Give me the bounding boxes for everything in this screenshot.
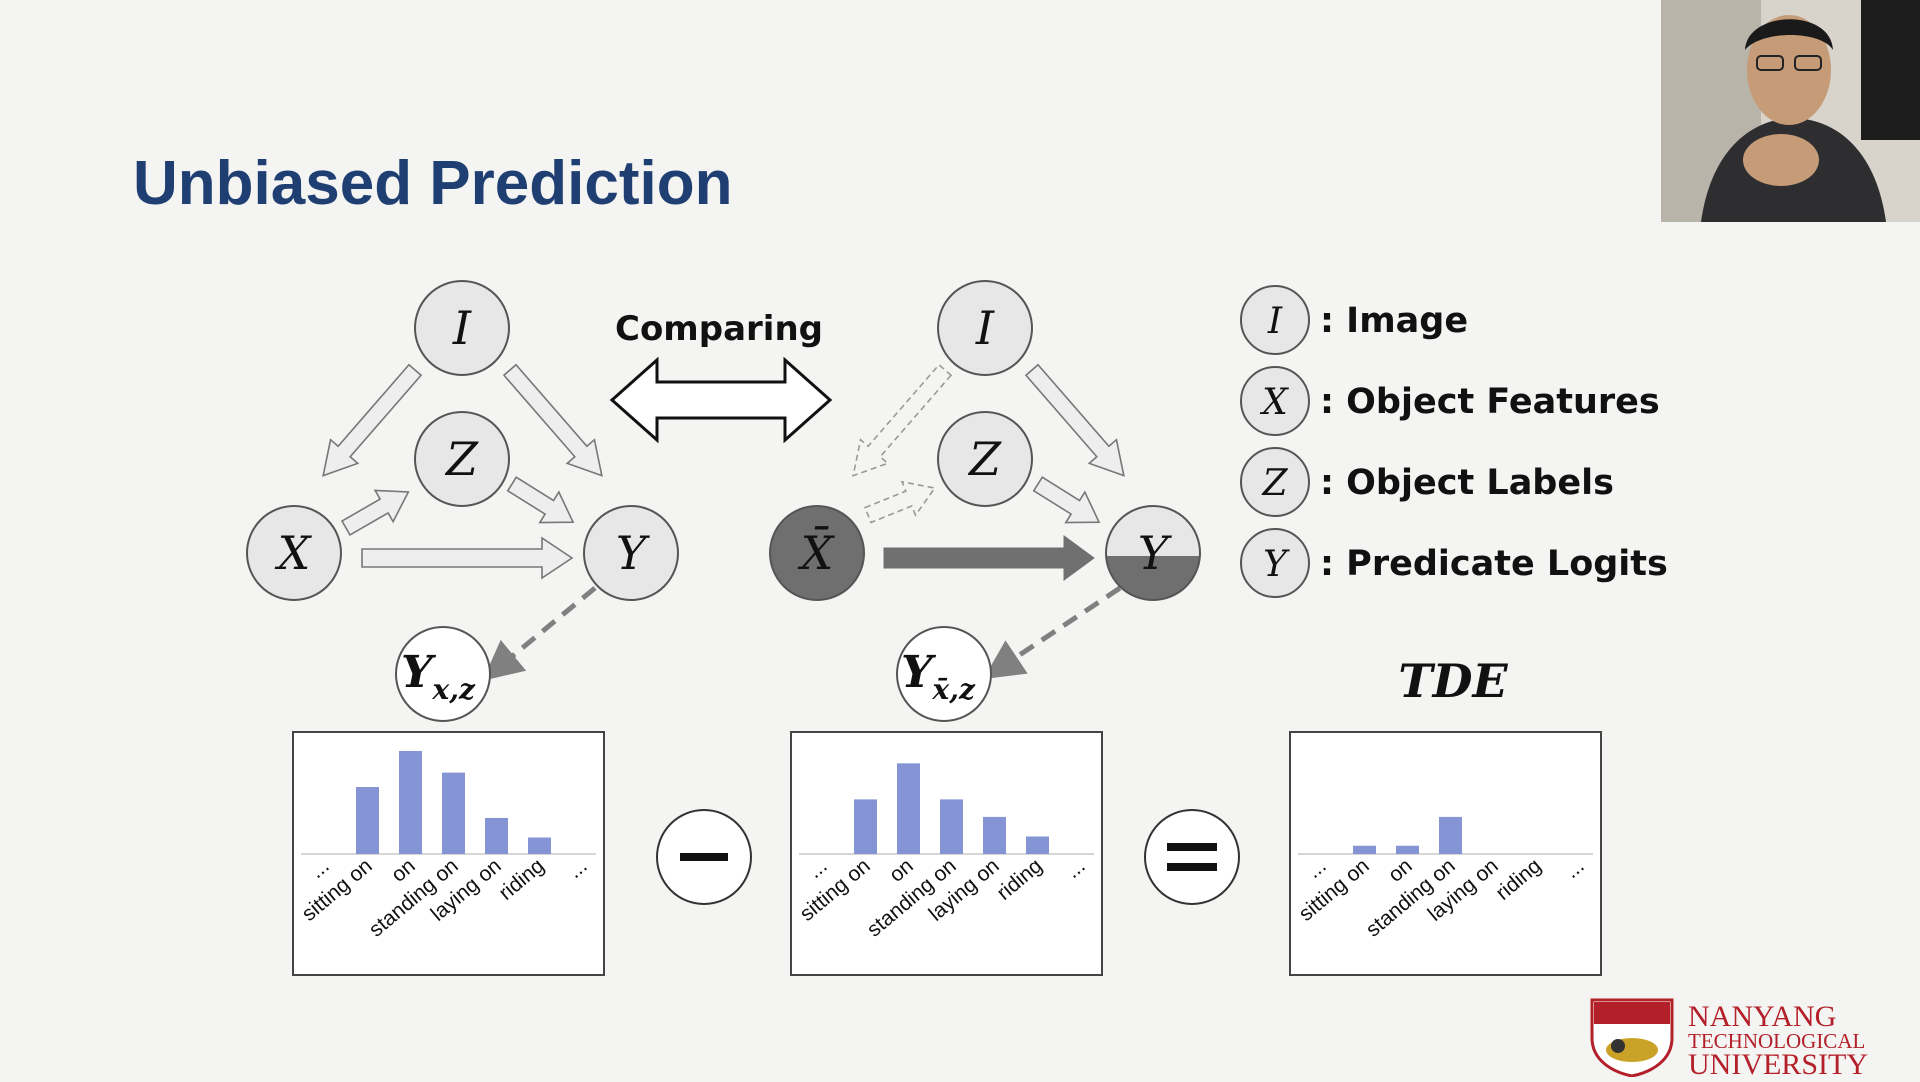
right-output-node: Yx̄,z [896, 626, 992, 722]
svg-text:Y: Y [616, 526, 651, 580]
legend-item: I : Image [1240, 285, 1468, 355]
chart-bar [1439, 816, 1462, 854]
arrow-i-to-y [502, 363, 603, 477]
right-node-y: Y [1105, 505, 1201, 601]
comparing-group: Comparing [609, 309, 833, 444]
left-node-y: Y [583, 505, 679, 601]
svg-text:Z: Z [967, 432, 1002, 486]
legend-symbol: Z [1261, 463, 1288, 504]
minus-operator [656, 809, 752, 905]
university-logo: NANYANG TECHNOLOGICAL UNIVERSITY [1588, 998, 1908, 1082]
arrow-i-to-y-right [1024, 363, 1125, 477]
left-output-arrow [482, 586, 597, 681]
equals-icon-top [1167, 843, 1217, 851]
svg-text:Yx,z: Yx,z [401, 647, 476, 706]
legend-item: X : Object Features [1240, 366, 1660, 436]
legend-text: : Image [1320, 301, 1468, 341]
legend-item: Y : Predicate Logits [1240, 528, 1668, 598]
chart-bar [528, 837, 551, 854]
arrow-z-to-y [506, 476, 575, 524]
svg-text:Z: Z [444, 432, 479, 486]
chart-bar [356, 787, 379, 854]
double-arrow-icon [609, 356, 833, 444]
arrow-i-to-x [322, 363, 423, 477]
left-output-node: Yx,z [395, 626, 491, 722]
equals-icon-bottom [1167, 863, 1217, 871]
chart-bar [897, 763, 920, 854]
logo-line1: NANYANG [1688, 1000, 1836, 1033]
legend-text: : Object Labels [1320, 463, 1614, 503]
chart-bar [442, 772, 465, 854]
chart-bar [1026, 836, 1049, 854]
dashed-arrow-x-to-z [863, 480, 937, 524]
presenter-webcam [1661, 0, 1920, 222]
dashed-arrow-i-to-x [852, 363, 953, 477]
minus-icon [680, 853, 728, 861]
chart-bar [940, 799, 963, 854]
right-output-arrow [983, 585, 1122, 680]
chart-bar [1396, 845, 1419, 854]
comparing-label: Comparing [615, 309, 823, 349]
equals-operator [1144, 809, 1240, 905]
legend-symbol: X [1259, 382, 1289, 423]
logo-line3: UNIVERSITY [1688, 1048, 1868, 1077]
ntu-crest-icon [1590, 998, 1674, 1078]
arrow-x-to-y [361, 536, 574, 580]
arrow-x-to-z [340, 489, 410, 537]
chart-bar [854, 799, 877, 854]
chart-bar [399, 751, 422, 854]
svg-text:I: I [975, 301, 995, 355]
right-node-x-bar: X̄ [769, 505, 865, 601]
legend-symbol: Y [1263, 544, 1290, 585]
chart-bar [1353, 845, 1376, 854]
left-node-i: I [414, 280, 510, 376]
left-node-z: Z [414, 411, 510, 507]
legend-text: : Object Features [1320, 382, 1660, 422]
logo-line2: TECHNOLOGICAL [1688, 1029, 1865, 1053]
right-node-i: I [937, 280, 1033, 376]
svg-text:Yx̄,z: Yx̄,z [901, 647, 976, 706]
right-causal-graph: I Z X̄ Y Yx̄,z [769, 280, 1201, 722]
left-node-x: X [246, 505, 342, 601]
svg-text:X: X [275, 526, 313, 580]
left-causal-graph: I Z X Y Yx,z [246, 280, 679, 722]
legend-symbol: I [1267, 301, 1283, 342]
svg-text:I: I [452, 301, 472, 355]
dark-arrow-x-to-y [883, 535, 1095, 581]
svg-text:X̄: X̄ [798, 525, 836, 580]
svg-text:Y: Y [1138, 526, 1173, 580]
chart-bar [485, 817, 508, 854]
slide-title: Unbiased Prediction [133, 149, 732, 218]
right-node-z: Z [937, 411, 1033, 507]
legend-item: Z : Object Labels [1240, 447, 1614, 517]
chart-bar [983, 816, 1006, 854]
arrow-z-to-y-right [1032, 476, 1101, 524]
legend-text: : Predicate Logits [1320, 544, 1668, 584]
tde-label: TDE [1398, 654, 1508, 708]
